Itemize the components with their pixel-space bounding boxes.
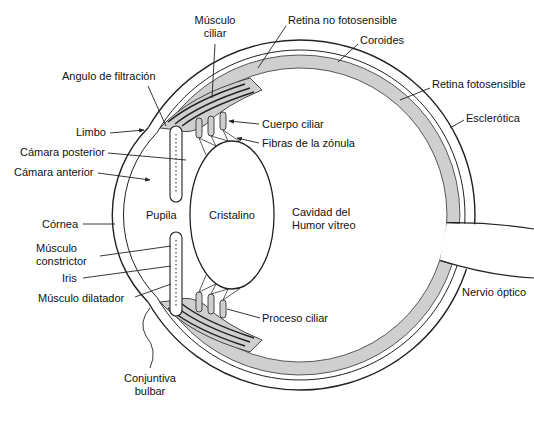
ciliary-muscle bbox=[182, 304, 254, 338]
leader-line bbox=[135, 284, 171, 297]
ciliary-process bbox=[208, 116, 214, 136]
part-label: Pupila bbox=[146, 209, 177, 222]
part-label: Músculo constrictor bbox=[36, 242, 98, 268]
part-label: Retina no fotosensible bbox=[288, 14, 397, 27]
leader-line bbox=[148, 86, 166, 126]
part-label: Fibras de la zónula bbox=[262, 137, 355, 150]
part-label: Cámara anterior bbox=[14, 166, 93, 179]
part-label: Esclerótica bbox=[466, 112, 520, 125]
part-label: Conjuntiva bulbar bbox=[118, 372, 182, 398]
ciliary-process bbox=[220, 112, 226, 130]
iris-muscle bbox=[176, 134, 177, 194]
part-label: Proceso ciliar bbox=[262, 312, 328, 325]
ciliary-process bbox=[196, 118, 202, 138]
optic-nerve-body bbox=[440, 223, 534, 278]
leader-line bbox=[258, 26, 286, 68]
lens-shape: Cristalino bbox=[189, 140, 275, 290]
leader-arrow bbox=[229, 121, 259, 124]
leader-line bbox=[108, 153, 186, 160]
part-label: Cavidad del Humor vítreo bbox=[292, 206, 372, 232]
optic-nerve-outline bbox=[447, 223, 534, 229]
part-label: Cámara posterior bbox=[20, 146, 105, 159]
part-label: Iris bbox=[62, 272, 77, 285]
part-label: Cuerpo ciliar bbox=[262, 118, 324, 131]
leader-line bbox=[100, 246, 171, 256]
ciliary-muscle bbox=[182, 92, 254, 126]
leader-line bbox=[400, 88, 430, 100]
leader-line bbox=[450, 120, 464, 128]
leader-line bbox=[227, 309, 260, 318]
iris-shape bbox=[170, 126, 182, 202]
sclera-outline bbox=[148, 40, 475, 390]
ciliary-process bbox=[208, 294, 214, 314]
part-label: Angulo de filtración bbox=[62, 70, 156, 83]
leader-line bbox=[143, 308, 153, 368]
ciliary-process bbox=[220, 300, 226, 318]
lens-outline bbox=[190, 141, 274, 289]
part-label: Córnea bbox=[42, 218, 78, 231]
sclera-inner-outline bbox=[157, 50, 465, 380]
iris-shape bbox=[170, 232, 182, 316]
leader-arrow bbox=[98, 173, 150, 180]
part-label: Retina fotosensible bbox=[432, 78, 526, 91]
part-label: Cristalino bbox=[209, 209, 255, 222]
part-label: Limbo bbox=[76, 126, 106, 139]
leader-line bbox=[338, 44, 358, 62]
leader-line bbox=[83, 224, 115, 225]
part-label: Músculo ciliar bbox=[190, 14, 240, 40]
ciliary-muscle bbox=[168, 84, 245, 122]
part-label: Coroides bbox=[360, 34, 404, 47]
part-label: Músculo dilatador bbox=[38, 292, 124, 305]
leader-arrow bbox=[110, 130, 144, 133]
iris-muscle bbox=[176, 240, 177, 308]
part-label: Nervio óptico bbox=[462, 286, 526, 299]
leader-line bbox=[212, 44, 215, 98]
leader-line bbox=[83, 266, 171, 278]
optic-nerve-outline bbox=[440, 260, 534, 278]
ciliary-process bbox=[196, 292, 202, 312]
